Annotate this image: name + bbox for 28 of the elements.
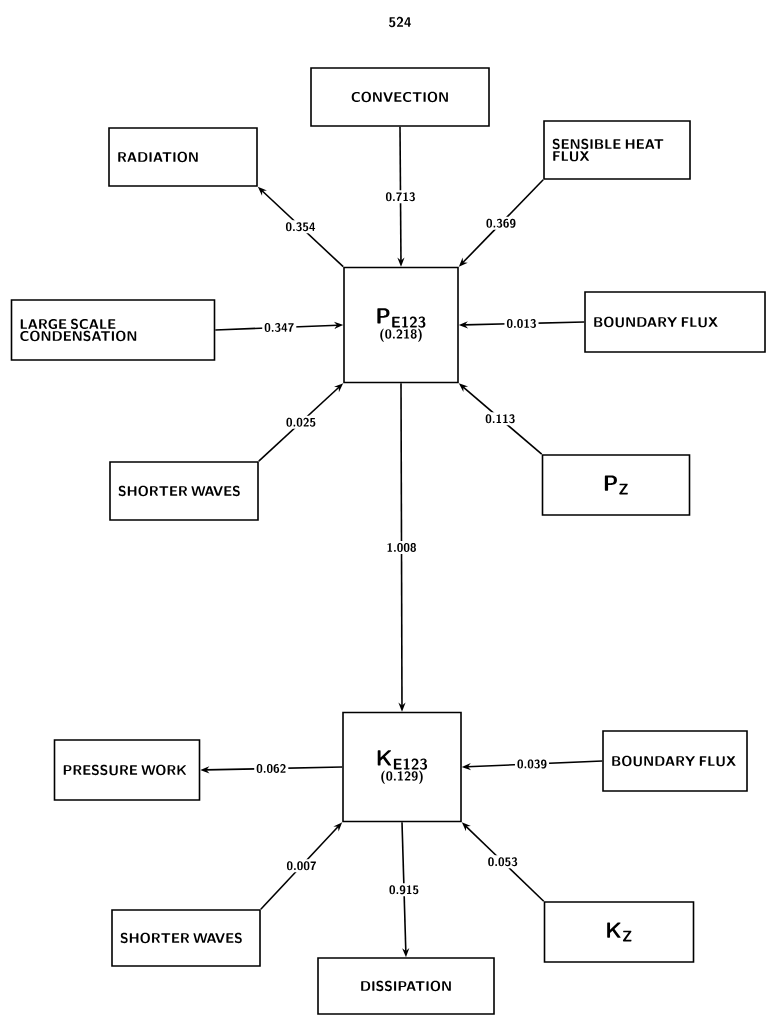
- process-box: SHORTER WAVES: [109, 461, 259, 521]
- process-box: LARGE SCALE CONDENSATION: [10, 299, 216, 361]
- edge-label: 0.013: [504, 317, 539, 330]
- edge-label: 0.354: [283, 220, 318, 234]
- flux-box: P$_{Z}$: [541, 454, 691, 516]
- edge-label: 1.008: [384, 541, 419, 554]
- energy-box: K$_{E123}$ (0.129): [342, 711, 462, 823]
- edge-label: 0.025: [283, 415, 319, 429]
- edge-label: 0.915: [386, 883, 422, 897]
- page-number: 524: [388, 16, 412, 28]
- process-box: RADIATION: [108, 127, 258, 187]
- edge-label: 0.007: [284, 859, 319, 873]
- process-box: BOUNDARY FLUX: [602, 730, 748, 792]
- edge-label: 0.369: [483, 216, 519, 230]
- edge-label: 0.113: [483, 412, 518, 426]
- process-box: DISSIPATION: [317, 957, 495, 1015]
- process-box: SENSIBLE HEAT FLUX: [543, 120, 691, 180]
- edge-label: 0.347: [262, 321, 297, 334]
- process-box: BOUNDARY FLUX: [584, 291, 766, 353]
- process-box: PRESSURE WORK: [53, 739, 201, 801]
- edge-label: 0.062: [254, 762, 289, 775]
- flux-box: K$_{Z}$: [543, 901, 695, 963]
- process-box: CONVECTION: [310, 67, 490, 127]
- edge-label: 0.053: [485, 855, 520, 869]
- edge-label: 0.713: [383, 190, 418, 204]
- edge-label: 0.039: [514, 757, 550, 771]
- process-box: SHORTER WAVES: [111, 909, 261, 967]
- energy-box: P$_{E123}$ (0.218): [343, 266, 459, 384]
